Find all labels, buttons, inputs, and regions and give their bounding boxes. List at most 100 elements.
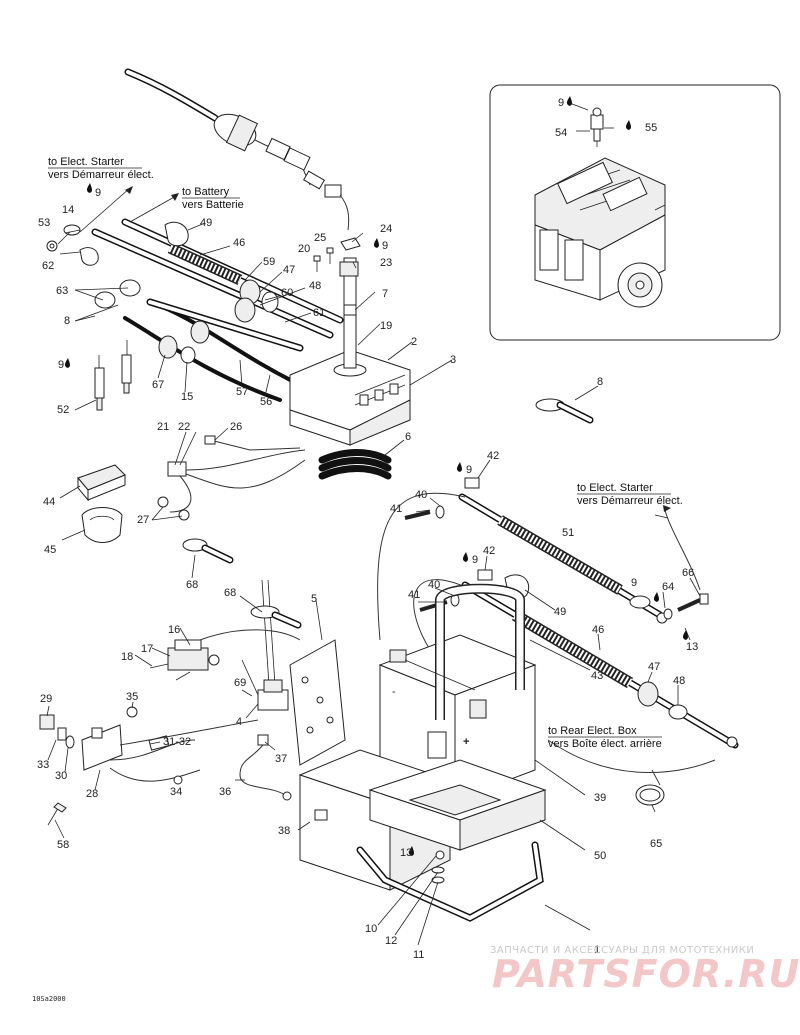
callout-50: 50 <box>594 850 606 862</box>
callout-9-f: 9 <box>472 554 478 566</box>
tie-wrap <box>182 538 234 564</box>
callout-7: 7 <box>382 288 388 300</box>
callout-66: 66 <box>682 567 694 579</box>
callout-38: 38 <box>278 825 290 837</box>
note-rear-box: to Rear Elect. Box <box>548 725 637 737</box>
callout-9-d: 9 <box>558 97 564 109</box>
lubricant-drop-icons <box>64 96 688 856</box>
callout-47-b: 47 <box>648 661 660 673</box>
drop-icon <box>456 462 462 472</box>
callout-69: 69 <box>234 677 246 689</box>
callout-25: 25 <box>314 232 326 244</box>
callout-53: 53 <box>38 217 50 229</box>
callout-49-b: 49 <box>554 606 566 618</box>
hose-clamp <box>547 739 716 806</box>
direction-arrows <box>125 186 671 512</box>
drawing-code: 10Sa2000 <box>32 995 66 1003</box>
fuel-sender-assembly <box>39 706 259 826</box>
callout-37: 37 <box>275 753 287 765</box>
callout-42-a: 42 <box>487 450 499 462</box>
drop-icon <box>64 358 70 368</box>
drop-icon <box>566 96 572 106</box>
callout-57: 57 <box>236 386 248 398</box>
drop-icon <box>653 592 659 602</box>
callout-40-b: 40 <box>428 579 440 591</box>
callout-41-b: 41 <box>408 589 420 601</box>
ground-wires <box>157 435 306 521</box>
callout-22: 22 <box>178 421 190 433</box>
battery-tray <box>368 759 547 851</box>
solenoid-block <box>241 659 289 711</box>
callout-2: 2 <box>411 336 417 348</box>
callout-36: 36 <box>219 786 231 798</box>
callout-48-a: 48 <box>309 280 321 292</box>
callout-39: 39 <box>594 792 606 804</box>
note-elect-starter-top-fr: vers Démarreur élect. <box>48 169 154 181</box>
callout-26: 26 <box>230 421 242 433</box>
starter-relay <box>149 629 301 681</box>
callout-60: 60 <box>281 287 293 299</box>
callout-29: 29 <box>40 693 52 705</box>
callout-13-a: 13 <box>400 847 412 859</box>
upper-cable-group <box>46 68 350 411</box>
drop-icon <box>86 183 92 193</box>
callout-46-b: 46 <box>592 624 604 636</box>
callout-40-a: 40 <box>415 489 427 501</box>
callout-20: 20 <box>298 243 310 255</box>
routing-notes: to Elect. Starter vers Démarreur élect. … <box>48 156 683 750</box>
callout-34: 34 <box>170 786 182 798</box>
holder-bracket <box>81 507 123 543</box>
callout-46-a: 46 <box>233 237 245 249</box>
note-battery: to Battery <box>182 186 230 198</box>
callout-44: 44 <box>43 496 55 508</box>
note-elect-starter-top: to Elect. Starter <box>48 156 124 168</box>
negative-terminal-mark: - <box>392 686 396 698</box>
drop-icon <box>462 552 468 562</box>
callout-48-b: 48 <box>673 675 685 687</box>
callout-3: 3 <box>450 354 456 366</box>
leader-lines <box>46 187 701 946</box>
note-elect-starter-right: to Elect. Starter <box>577 482 653 494</box>
callout-54: 54 <box>555 127 567 139</box>
positive-terminal-mark: + <box>463 736 469 748</box>
note-rear-box-fr: vers Boîte élect. arrière <box>548 738 662 750</box>
callout-1: 1 <box>594 944 600 956</box>
battery-cables <box>377 477 739 749</box>
callout-6: 6 <box>405 431 411 443</box>
callout-68-b: 68 <box>224 587 236 599</box>
callout-9-c: 9 <box>58 359 64 371</box>
callout-numbers: 1 2 3 4 5 6 7 8 8 9 9 9 9 9 9 9 10 11 12… <box>37 97 698 961</box>
callout-9-a: 9 <box>95 187 101 199</box>
callout-33: 33 <box>37 759 49 771</box>
callout-63: 63 <box>56 285 68 297</box>
callout-49-a: 49 <box>200 217 212 229</box>
watermark-brand: PARTSFOR.RU <box>492 952 800 996</box>
callout-64: 64 <box>662 581 674 593</box>
callout-47-a: 47 <box>283 264 295 276</box>
drop-icon <box>408 846 414 856</box>
watermark-tagline: ЗАПЧАСТИ И АКСЕССУАРЫ ДЛЯ МОТОТЕХНИКИ <box>490 945 754 956</box>
callout-59: 59 <box>263 256 275 268</box>
watermark: ЗАПЧАСТИ И АКСЕССУАРЫ ДЛЯ МОТОТЕХНИКИ PA… <box>490 945 800 996</box>
callout-18: 18 <box>121 651 133 663</box>
callout-12: 12 <box>385 935 397 947</box>
callout-13-b: 13 <box>686 641 698 653</box>
callout-65: 65 <box>650 838 662 850</box>
callout-21: 21 <box>157 421 169 433</box>
callout-19: 19 <box>380 320 392 332</box>
callout-30: 30 <box>55 770 67 782</box>
callout-14: 14 <box>62 204 74 216</box>
harness-connector <box>213 113 350 231</box>
callout-10: 10 <box>365 923 377 935</box>
drop-icon <box>373 238 379 248</box>
callout-15: 15 <box>181 391 193 403</box>
callout-35: 35 <box>126 691 138 703</box>
engine-inset-panel <box>489 84 781 341</box>
callout-41-a: 41 <box>390 503 402 515</box>
callout-9-b: 9 <box>382 240 388 252</box>
callout-23: 23 <box>380 257 392 269</box>
callout-8-right: 8 <box>597 376 603 388</box>
note-elect-starter-right-fr: vers Démarreur élect. <box>577 495 683 507</box>
spark-plugs <box>94 340 132 411</box>
